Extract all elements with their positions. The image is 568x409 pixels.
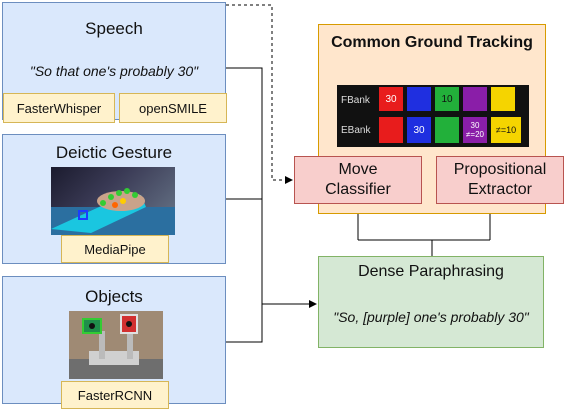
speech-box: Speech "So that one's probably 30" Faste… — [2, 2, 227, 123]
fbank-label: FBank — [341, 95, 370, 106]
ebank-cell-green — [435, 117, 459, 143]
dense-to-classifiers — [357, 208, 491, 256]
move-classifier-label: Move Classifier — [325, 161, 391, 198]
propositional-extractor-label: Propositional Extractor — [453, 161, 547, 198]
ebank-label: EBank — [341, 125, 371, 136]
speech-quote: "So that one's probably 30" — [29, 63, 199, 79]
gesture-image — [51, 167, 175, 235]
fasterrcnn-label: FasterRCNN — [61, 381, 169, 409]
fasterwhisper-label: FasterWhisper — [3, 93, 115, 123]
speech-title: Speech — [85, 19, 143, 38]
objects-box: Objects FasterRCNN — [2, 276, 226, 409]
ebank-cell-purple: 30 ≠=20 — [463, 117, 487, 143]
objects-title: Objects — [85, 287, 143, 306]
speech-to-move-classifier-dashed — [226, 4, 293, 184]
gesture-box: Deictic Gesture MediaPipe — [2, 134, 226, 264]
dense-paraphrasing-box: Dense Paraphrasing "So, [purple] one's p… — [318, 256, 544, 348]
mediapipe-label: MediaPipe — [61, 235, 169, 263]
objects-to-bus — [226, 300, 263, 343]
dense-title: Dense Paraphrasing — [358, 263, 504, 280]
speech-to-bus — [226, 67, 263, 304]
ebank-cell-yellow: ≠=10 — [491, 117, 521, 143]
ebank-cell-blue: 30 — [407, 117, 431, 143]
fbank-cell-blue — [407, 87, 431, 111]
dense-quote: "So, [purple] one's probably 30" — [333, 309, 529, 325]
propositional-extractor-box: Propositional Extractor — [436, 156, 564, 204]
objects-image — [69, 311, 163, 379]
fbank-cell-yellow — [491, 87, 515, 111]
fbank-cell-purple — [463, 87, 487, 111]
ebank-cell-red — [379, 117, 403, 143]
opensmile-label: openSMILE — [119, 93, 227, 123]
fbank-cell-red: 30 — [379, 87, 403, 111]
move-classifier-box: Move Classifier — [294, 156, 422, 204]
gesture-title: Deictic Gesture — [55, 143, 173, 162]
cgt-title: Common Ground Tracking — [331, 34, 533, 51]
fbank-cell-green: 10 — [435, 87, 459, 111]
cgt-board-image: FBank EBank 30 10 30 30 ≠=20 ≠=10 — [337, 85, 529, 147]
